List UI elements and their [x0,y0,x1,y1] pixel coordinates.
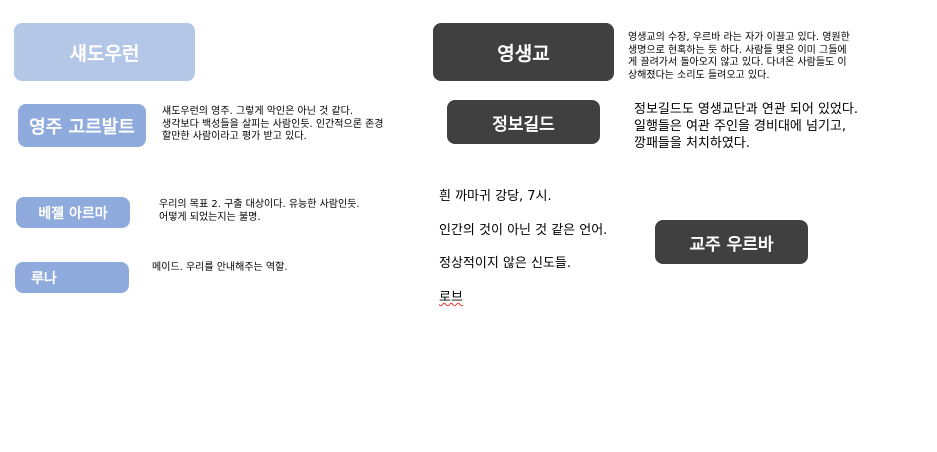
cult-leader-box[interactable]: 교주 우르바 [655,220,808,264]
cult-box[interactable]: 영생교 [433,23,614,81]
raven-hall-note: 흰 까마귀 강당, 7시. 인간의 것이 아닌 것 같은 언어. 정상적이지 않… [439,172,607,324]
luna-box[interactable]: 루나 [15,262,129,293]
info-guild-note: 정보길드도 영생교단과 연관 되어 있었다. 일행들은 여관 주인을 경비대에 … [634,102,858,151]
lord-gorbalt-box[interactable]: 영주 고르발트 [18,104,146,147]
bezel-arma-box[interactable]: 베젤 아르마 [16,197,130,228]
cult-note: 영생교의 수장, 우르바 라는 자가 이끌고 있다. 영원한 생명으로 현혹하는… [628,32,850,81]
bezel-arma-note: 우리의 목표 2. 구출 대상이다. 유능한 사람인듯. 어떻게 되었는지는 불… [159,199,360,223]
raven-line: 흰 까마귀 강당, 7시. [439,188,552,204]
luna-note: 메이드. 우리를 안내해주는 역할. [152,262,288,273]
info-guild-box[interactable]: 정보길드 [447,100,600,144]
raven-line-robe: 로브 [439,290,463,306]
lord-gorbalt-note: 섀도우런의 영주. 그렇게 악인은 아닌 것 같다. 생각보다 백성들을 살피는… [162,106,384,142]
raven-line: 정상적이지 않은 신도들. [439,256,571,272]
shadowrun-box[interactable]: 섀도우런 [14,23,195,81]
raven-line: 인간의 것이 아닌 것 같은 언어. [439,222,608,238]
